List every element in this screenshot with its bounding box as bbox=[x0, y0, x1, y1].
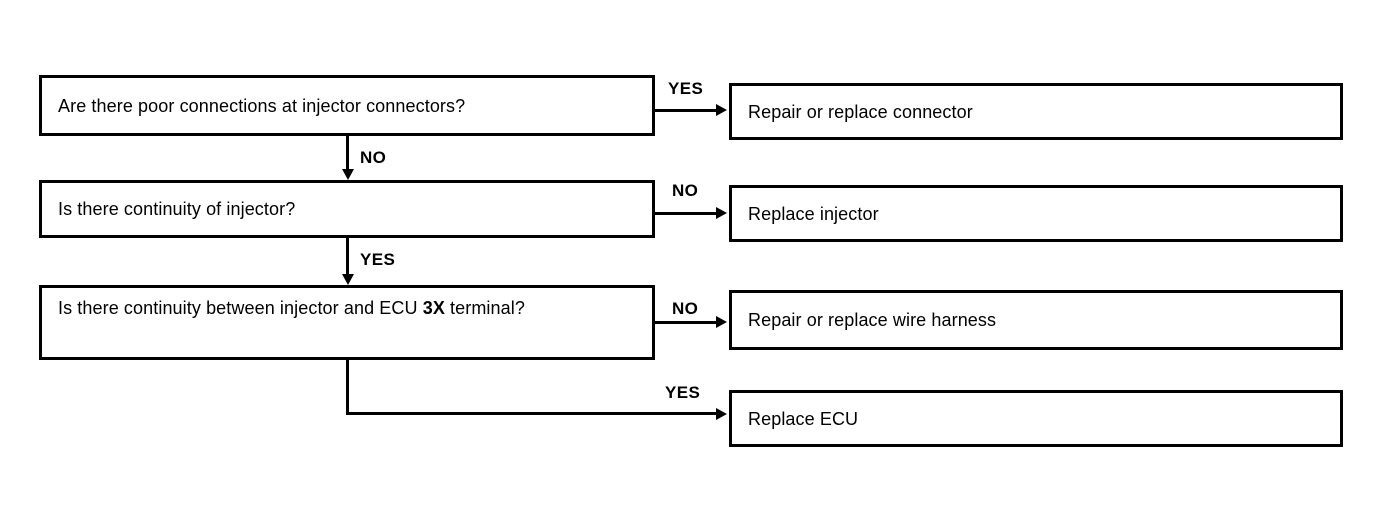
branch-label-d3-no: NO bbox=[672, 299, 699, 318]
action-box-1-label: Repair or replace connector bbox=[748, 101, 973, 122]
action-box-3-label: Repair or replace wire harness bbox=[748, 310, 997, 330]
arrowhead-d3-no bbox=[716, 316, 727, 328]
action-box-2: Replace injector bbox=[729, 185, 1343, 242]
decision-box-2: Is there continuity of injector? bbox=[39, 180, 655, 238]
decision-box-1-label: Are there poor connections at injector c… bbox=[58, 95, 466, 116]
connector-d3-no bbox=[655, 321, 718, 324]
arrowhead-d1-yes bbox=[716, 104, 727, 116]
action-box-4: Replace ECU bbox=[729, 390, 1343, 447]
branch-label-d1-no: NO bbox=[360, 148, 387, 167]
action-box-2-label: Replace injector bbox=[748, 203, 879, 224]
arrowhead-d2-no bbox=[716, 207, 727, 219]
decision-box-3-label: Is there continuity between injector and… bbox=[58, 297, 525, 319]
branch-label-d2-yes: YES bbox=[360, 250, 396, 269]
decision-box-3-text-part2: terminal? bbox=[444, 298, 525, 318]
action-box-1: Repair or replace connector bbox=[729, 83, 1343, 140]
arrowhead-d1-no bbox=[342, 169, 354, 180]
branch-label-d1-yes: YES bbox=[668, 79, 704, 98]
decision-box-3-terminal-code: 3X bbox=[422, 298, 445, 318]
connector-d3-yes-horizontal bbox=[346, 412, 718, 415]
branch-label-d2-no: NO bbox=[672, 181, 699, 200]
decision-box-1: Are there poor connections at injector c… bbox=[39, 75, 655, 136]
arrowhead-d2-yes bbox=[342, 274, 354, 285]
connector-d1-yes bbox=[655, 109, 718, 112]
action-box-3: Repair or replace wire harness bbox=[729, 290, 1343, 350]
connector-d2-yes bbox=[346, 238, 349, 277]
branch-label-d3-yes: YES bbox=[665, 383, 701, 402]
decision-box-3-text-part1: Is there continuity between injector and… bbox=[58, 298, 423, 318]
connector-d1-no bbox=[346, 136, 349, 172]
decision-box-3: Is there continuity between injector and… bbox=[39, 285, 655, 360]
connector-d3-yes-vertical bbox=[346, 360, 349, 415]
decision-box-2-label: Is there continuity of injector? bbox=[58, 199, 296, 219]
action-box-4-label: Replace ECU bbox=[748, 408, 859, 429]
arrowhead-d3-yes bbox=[716, 408, 727, 420]
connector-d2-no bbox=[655, 212, 718, 215]
